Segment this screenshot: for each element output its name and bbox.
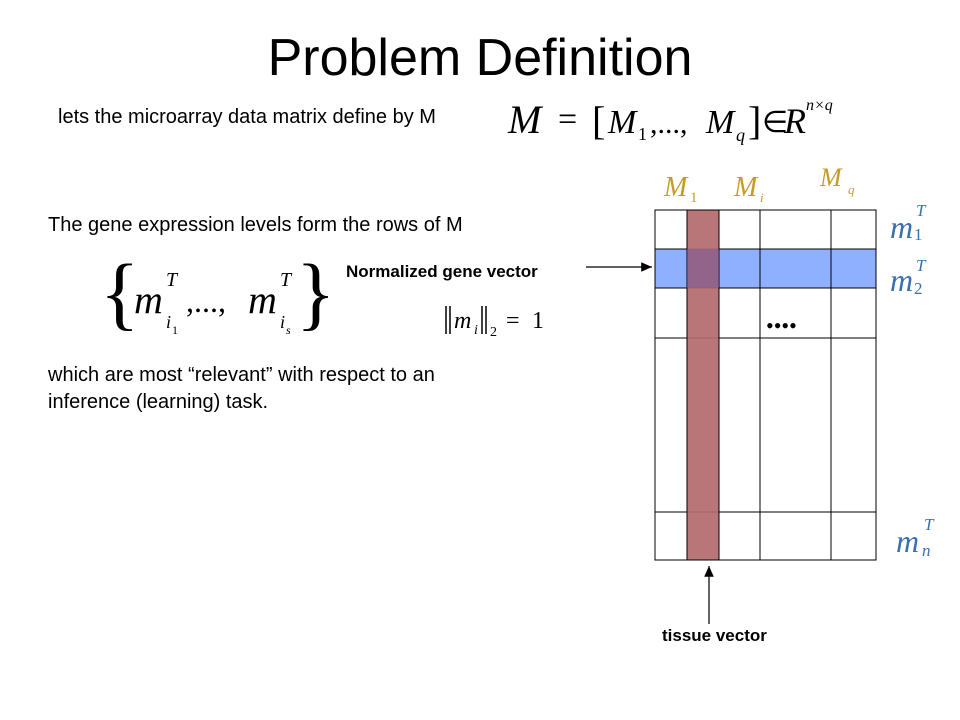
column-label-Mi: M xyxy=(733,172,759,203)
svg-text:m: m xyxy=(454,308,471,334)
svg-text:s: s xyxy=(286,323,291,337)
svg-text:T: T xyxy=(916,201,927,220)
svg-text:n: n xyxy=(922,541,931,560)
svg-text:m: m xyxy=(134,277,163,322)
svg-text:n×q: n×q xyxy=(806,97,833,114)
matrix-definition-equation: M = [ M 1 ,..., M q ] ∈ R n×q xyxy=(507,97,833,145)
svg-text:m: m xyxy=(248,277,277,322)
rows-text: The gene expression levels form the rows… xyxy=(48,214,463,236)
svg-text:2: 2 xyxy=(490,325,497,340)
svg-text:2: 2 xyxy=(914,279,923,298)
norm-constraint-equation: m i 2 = 1 xyxy=(445,306,544,340)
svg-text:T: T xyxy=(924,515,935,534)
row-label-m2: m xyxy=(890,262,913,298)
column-label-Mq: M xyxy=(819,163,843,192)
svg-text:i: i xyxy=(474,323,478,338)
svg-text:1: 1 xyxy=(172,323,178,337)
svg-text:1: 1 xyxy=(532,308,544,334)
row-label-mn: m xyxy=(896,523,919,559)
svg-text:,...,: ,..., xyxy=(186,283,226,319)
svg-text:q: q xyxy=(848,182,855,197)
svg-text:T: T xyxy=(280,269,293,291)
svg-text:{: { xyxy=(100,250,139,338)
svg-text:,...,: ,..., xyxy=(650,107,688,140)
gene-subset-set-notation: { m T i 1 ,..., m T i s } xyxy=(100,250,330,338)
svg-text:i: i xyxy=(760,190,764,205)
svg-text:T: T xyxy=(916,256,927,275)
relevance-text-line2: inference (learning) task. xyxy=(48,391,269,413)
matrix-diagram: M 1 M i M q m T 1 m T 2 m T n •••• xyxy=(586,163,935,624)
svg-text:[: [ xyxy=(592,98,605,143)
intro-text: lets the microarray data matrix define b… xyxy=(58,106,436,128)
svg-text:1: 1 xyxy=(690,190,698,206)
svg-text:q: q xyxy=(736,125,745,145)
row-label-m1: m xyxy=(890,209,913,245)
svg-text:R: R xyxy=(783,101,806,141)
relevance-text-line1: which are most “relevant” with respect t… xyxy=(48,364,435,386)
svg-text:1: 1 xyxy=(914,225,923,244)
svg-text:∈: ∈ xyxy=(762,106,788,139)
ellipsis-dots: •••• xyxy=(766,313,797,338)
matrix-grid-frame xyxy=(654,209,877,561)
svg-text:M: M xyxy=(705,104,736,141)
overlap-cell xyxy=(687,249,719,288)
svg-text:1: 1 xyxy=(638,124,647,144)
svg-text:}: } xyxy=(296,250,330,338)
page-title: Problem Definition xyxy=(267,29,693,87)
svg-text:]: ] xyxy=(748,98,761,143)
svg-text:=: = xyxy=(558,101,577,138)
svg-text:T: T xyxy=(166,269,179,291)
svg-text:i: i xyxy=(280,312,285,332)
column-label-M1: M xyxy=(663,172,689,203)
svg-text:=: = xyxy=(506,308,520,334)
tissue-vector-label: tissue vector xyxy=(662,626,767,645)
svg-text:M: M xyxy=(507,97,544,142)
normalized-gene-vector-label: Normalized gene vector xyxy=(346,262,538,281)
svg-text:M: M xyxy=(607,104,638,141)
svg-text:i: i xyxy=(166,312,171,332)
